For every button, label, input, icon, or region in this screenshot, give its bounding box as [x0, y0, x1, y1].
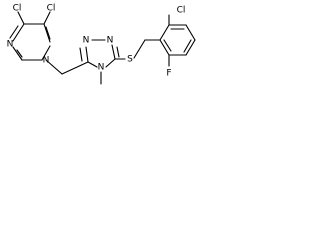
- triazole-bond: [85, 46, 89, 63]
- n-label: N: [43, 56, 50, 66]
- benzyl-ring: [144, 14, 196, 67]
- imidazole-bond: [41, 45, 51, 61]
- molecule-structure: Cl Cl N N N N N S Cl F: [7, 4, 196, 85]
- triazole-bond: [105, 58, 116, 68]
- imidazole-double-bond: [45, 26, 51, 40]
- imidazole-double-bond: [16, 49, 23, 58]
- imidazole-bond: [12, 46, 23, 61]
- triazole-double-bond: [116, 46, 120, 58]
- methylene-bond: [61, 61, 89, 75]
- imidazole-bond: [43, 23, 51, 43]
- imidazole-double-bond: [9, 25, 19, 39]
- triazole-bond: [87, 61, 98, 68]
- f-label: F: [166, 69, 171, 79]
- cl-label: Cl: [177, 6, 186, 16]
- aryl-bond: [159, 24, 170, 41]
- aryl-bond: [185, 39, 196, 56]
- imidazole-bond: [12, 23, 25, 42]
- triazole-bond: [111, 44, 116, 60]
- s-label: S: [127, 55, 133, 65]
- n-label: N: [7, 40, 14, 50]
- s-ch2-bond: [133, 39, 146, 59]
- imidazole-ring: [9, 11, 51, 61]
- cl-label: Cl: [13, 4, 22, 14]
- n-label: N: [107, 36, 114, 46]
- n-label: N: [98, 63, 105, 73]
- cl-label: Cl: [47, 4, 56, 14]
- cl-bond: [17, 11, 25, 25]
- aryl-double-bond: [163, 39, 172, 52]
- n-label: N: [83, 36, 90, 46]
- triazole-ring: [79, 39, 120, 85]
- aryl-double-bond: [183, 39, 192, 53]
- cl-bond: [43, 11, 51, 25]
- methylene-bond: [45, 59, 63, 75]
- aryl-bond: [185, 24, 196, 41]
- triazole-double-bond: [79, 47, 83, 62]
- aryl-bond: [159, 39, 170, 56]
